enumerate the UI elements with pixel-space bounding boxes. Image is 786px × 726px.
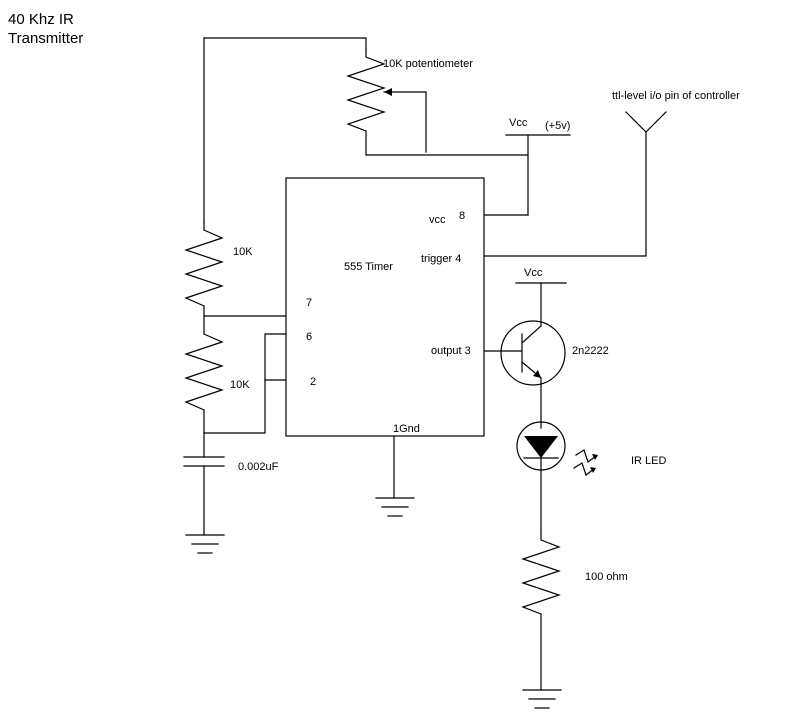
emitter-arrow-icon <box>533 370 541 378</box>
potentiometer: 10K potentiometer <box>346 49 529 156</box>
vcc-transistor-label: Vcc <box>524 267 543 279</box>
resistor-r2-label: 10K <box>230 379 250 391</box>
pin-gnd-label: 1Gnd <box>393 423 420 435</box>
transistor-2n2222: 2n2222 <box>500 282 609 429</box>
pin-trigger-label: trigger 4 <box>421 253 461 265</box>
ttl-pin-label: ttl-level i/o pin of controller <box>612 90 740 102</box>
pin-2-label: 2 <box>310 376 316 388</box>
vcc-top-value: (+5v) <box>545 120 570 132</box>
resistor-r1: 10K <box>184 221 253 317</box>
pin-output-label: output 3 <box>431 345 471 357</box>
capacitor-label: 0.002uF <box>238 461 279 473</box>
ir-led-label: IR LED <box>631 455 667 467</box>
potentiometer-label: 10K potentiometer <box>383 58 473 70</box>
ground-timer-icon <box>375 435 415 517</box>
light-emission-icon <box>573 449 598 476</box>
pin-6-label: 6 <box>306 331 312 343</box>
timer-label: 555 Timer <box>344 261 393 273</box>
resistor-r1-label: 10K <box>233 246 253 258</box>
transistor-label: 2n2222 <box>572 345 609 357</box>
resistor-led: 100 ohm <box>521 532 628 691</box>
title-line-2: Transmitter <box>8 30 83 47</box>
timer-555: 555 Timer vcc 8 trigger 4 7 6 2 output 3… <box>285 177 485 437</box>
ground-led-icon <box>522 689 562 709</box>
pin-7-label: 7 <box>306 297 312 309</box>
title-line-1: 40 Khz IR <box>8 11 74 28</box>
pin-6-2-wire <box>203 333 287 434</box>
top-wire <box>203 37 367 223</box>
vcc-top-label: Vcc <box>509 117 528 129</box>
ground-capacitor-icon <box>185 534 225 554</box>
ir-led: IR LED <box>516 421 667 534</box>
wiper-arrow-icon <box>384 88 392 96</box>
diode-triangle-icon <box>524 436 558 458</box>
resistor-r2: 10K <box>184 315 250 434</box>
capacitor: 0.002uF <box>183 432 279 536</box>
vcc-top: Vcc (+5v) <box>483 117 571 216</box>
pin-vcc-label: vcc <box>429 214 446 226</box>
vcc-transistor: Vcc <box>515 267 567 284</box>
pin-8-label: 8 <box>459 210 465 222</box>
trigger-wire: ttl-level i/o pin of controller <box>483 90 740 257</box>
resistor-led-label: 100 ohm <box>585 571 628 583</box>
